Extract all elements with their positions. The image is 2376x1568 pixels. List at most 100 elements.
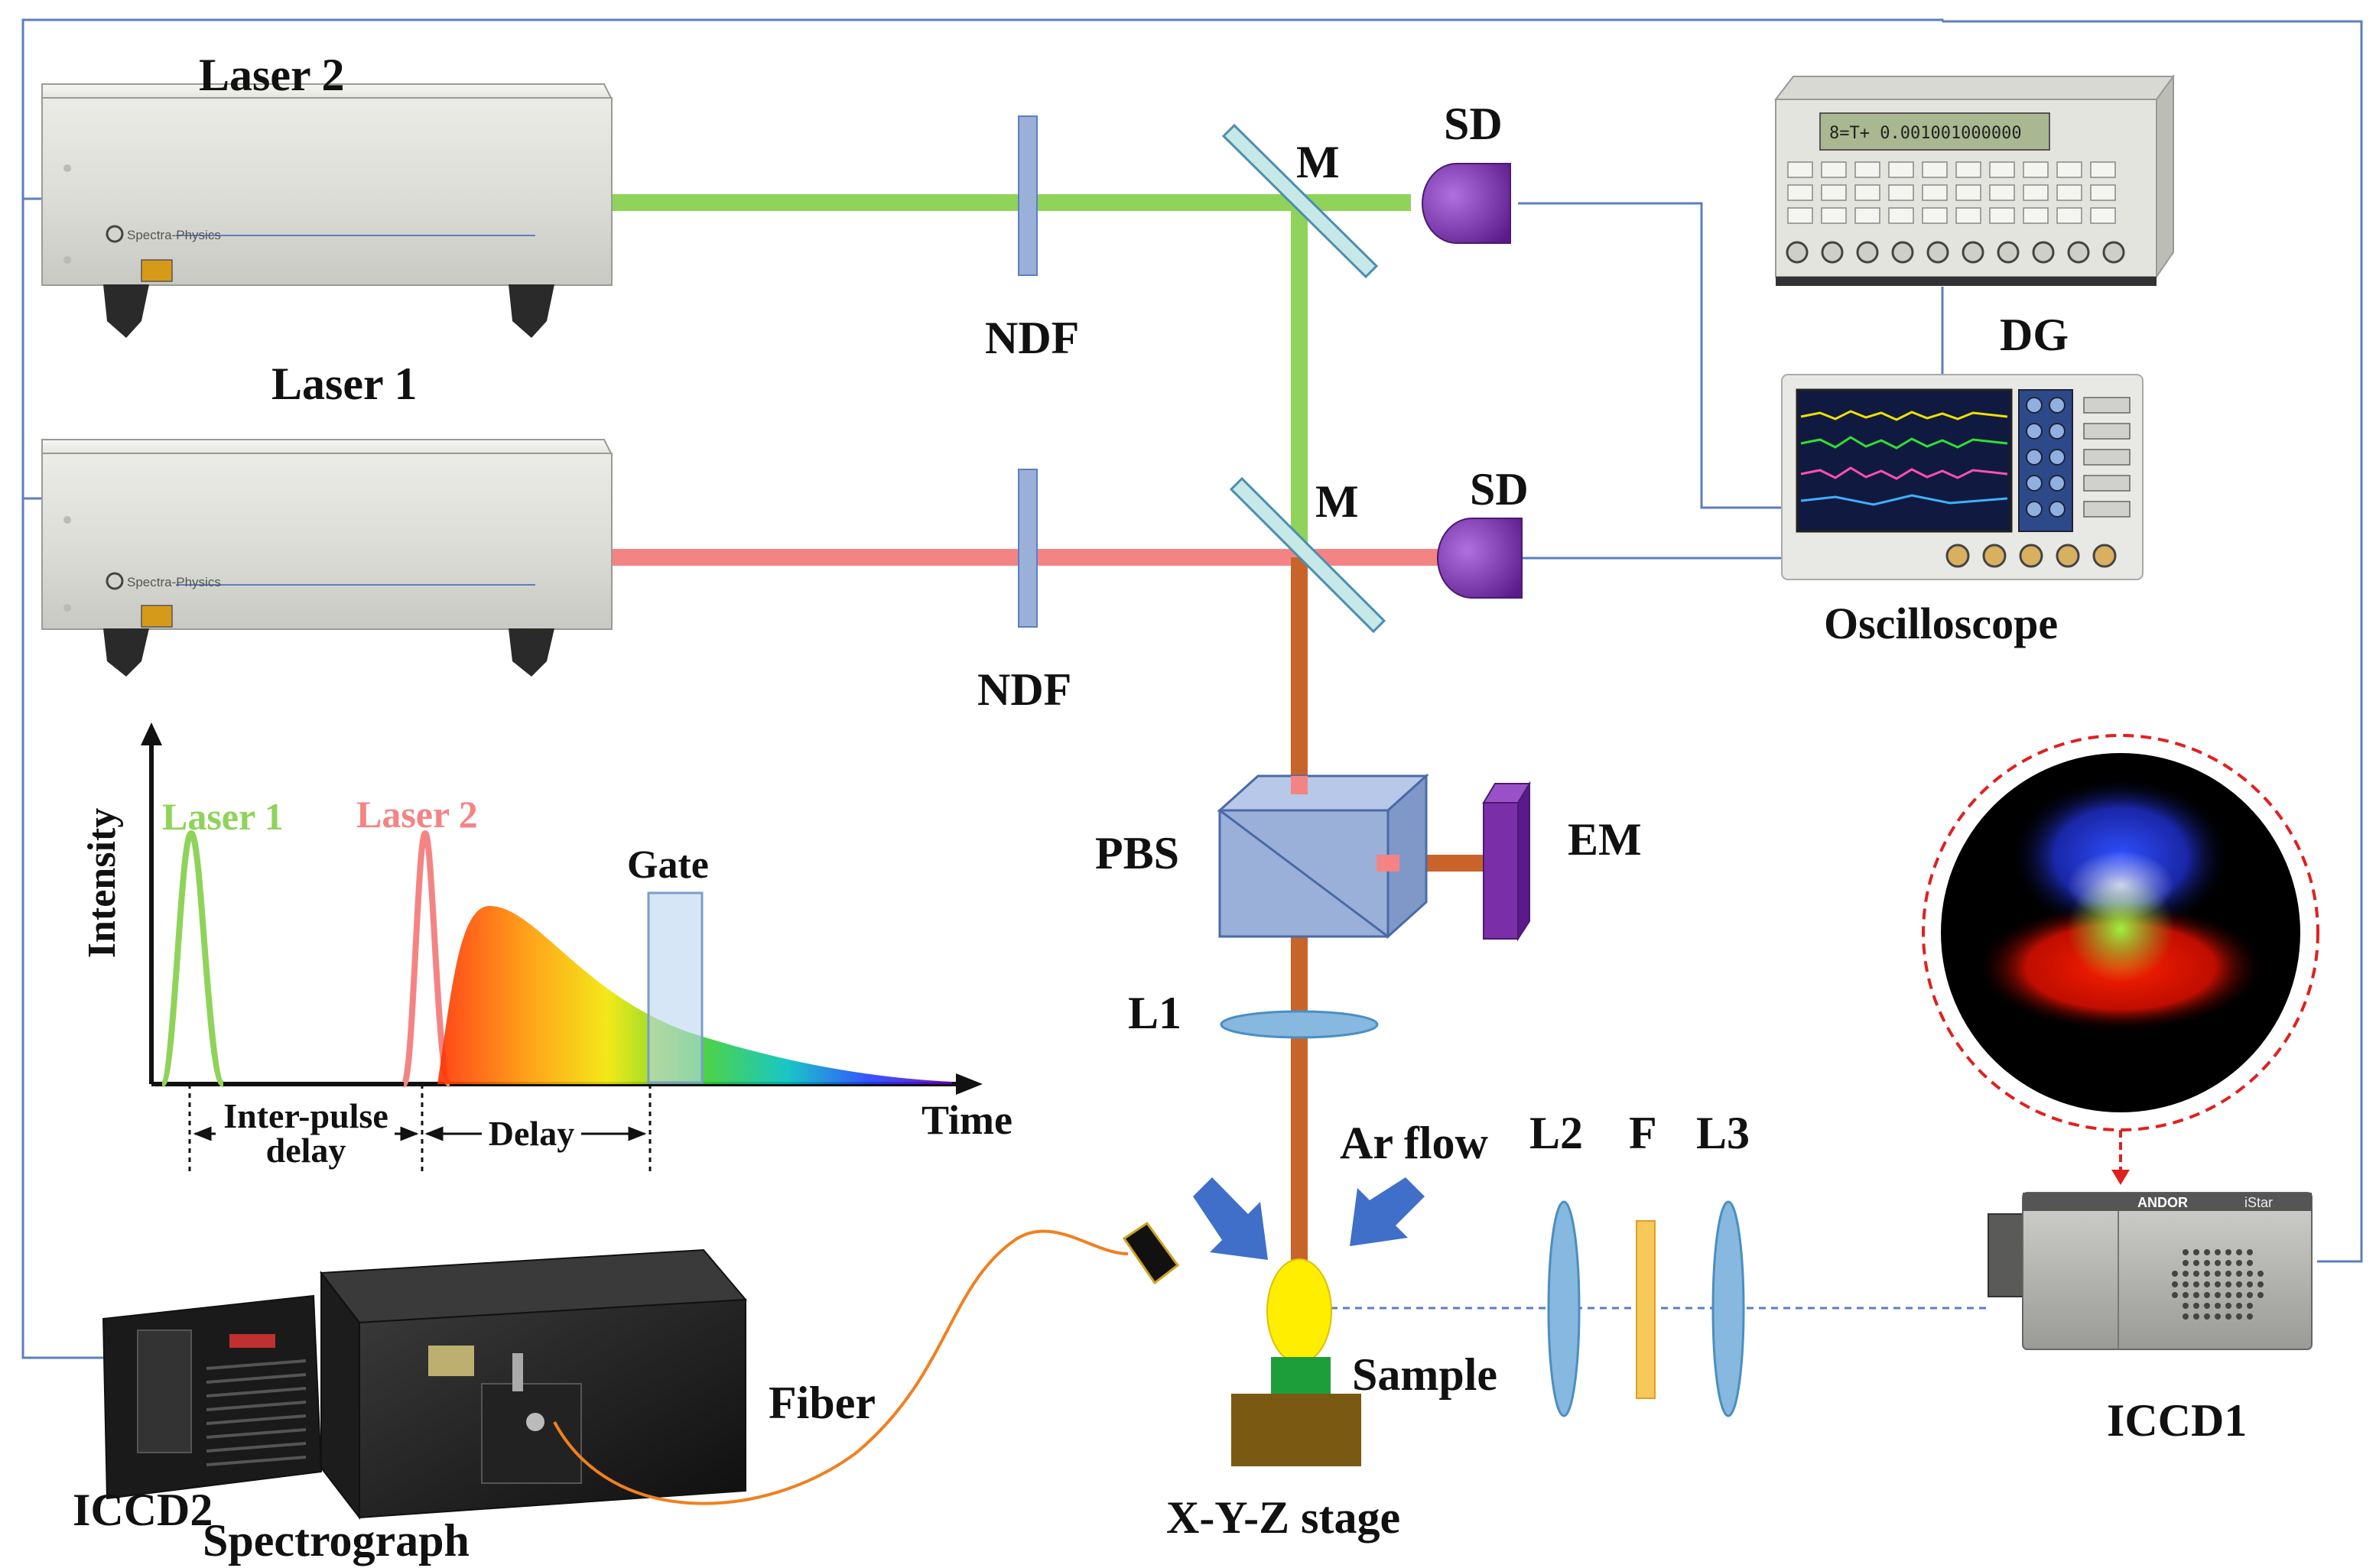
heat-sink-fin <box>206 1414 307 1425</box>
l3-label: L3 <box>1696 1108 1750 1158</box>
dg-display-text: 8=T+ 0.001001000000 <box>1829 124 2022 143</box>
fiber-label: Fiber <box>769 1378 876 1428</box>
vent-hole <box>2225 1271 2231 1277</box>
laser2-foot-right <box>509 284 554 338</box>
em-label: EM <box>1568 814 1642 865</box>
heat-sink-fin <box>206 1387 307 1398</box>
vent-hole <box>2247 1271 2253 1277</box>
heat-sink-fin <box>206 1456 307 1466</box>
scope-knob <box>2026 475 2043 492</box>
vent-hole <box>2215 1313 2221 1320</box>
laser2-unit: Spectra-Physics Laser 2 <box>41 50 613 338</box>
vent-hole <box>2257 1271 2264 1277</box>
stage-label: X-Y-Z stage <box>1166 1492 1400 1543</box>
vent-hole <box>2257 1281 2264 1287</box>
polarizing-beam-splitter: PBS <box>1095 773 1429 940</box>
vent-hole <box>2193 1271 2199 1277</box>
vent-hole <box>2172 1281 2178 1287</box>
spectra-physics-logo <box>106 572 124 590</box>
vent-hole <box>2193 1292 2199 1298</box>
bnc-connector <box>2067 241 2090 264</box>
heat-sink-fin <box>206 1442 307 1453</box>
scope-controls <box>2026 397 2131 518</box>
lens-l1 <box>1220 1010 1379 1039</box>
dg-key <box>1955 184 1981 201</box>
vent-hole <box>2183 1303 2189 1309</box>
ar-flow-label: Ar flow <box>1340 1118 1489 1168</box>
dg-key <box>1922 161 1948 178</box>
target-assembly: Sample X-Y-Z stage <box>1166 1258 1988 1543</box>
laser2-pulse <box>401 829 453 1087</box>
dg-key <box>1888 207 1914 224</box>
plasma-plume <box>1266 1258 1332 1364</box>
scope-knob <box>2026 397 2043 414</box>
scope-inputs <box>1945 544 2117 568</box>
scope-knob <box>2049 397 2066 414</box>
sd-bottom <box>1437 518 1523 599</box>
ndf-filters: NDF NDF <box>977 115 1079 715</box>
dg-key <box>1787 207 1813 224</box>
oscilloscope-unit: Oscilloscope <box>1781 374 2144 648</box>
vent-hole <box>2225 1260 2231 1266</box>
f-label: F <box>1629 1108 1657 1158</box>
vent-hole <box>2247 1313 2253 1320</box>
iccd1-camera: ANDOR iStar ICCD1 <box>1988 1192 2313 1446</box>
dg-key <box>2056 161 2082 178</box>
scope-screen <box>1796 388 2013 533</box>
dg-key <box>2056 184 2082 201</box>
vent-hole <box>2236 1249 2242 1255</box>
signal-detectors: SD SD <box>1422 99 1529 599</box>
ndf-bottom-label: NDF <box>977 664 1071 715</box>
laser1-beam <box>612 549 1468 566</box>
dg-key <box>1989 161 2015 178</box>
pbs-label: PBS <box>1095 828 1179 878</box>
dg-key <box>1955 207 1981 224</box>
ndf-top <box>1018 115 1038 276</box>
scope-knob <box>2049 475 2066 492</box>
spectrograph-slit-assembly <box>481 1383 582 1484</box>
vent-hole <box>2193 1281 2199 1287</box>
vent-hole <box>2247 1303 2253 1309</box>
dg-key <box>2023 207 2049 224</box>
dg-key <box>2090 207 2116 224</box>
bnc-connector <box>1891 241 1914 264</box>
dg-key <box>1787 184 1813 201</box>
cable-dg-iccd1 <box>1942 20 2363 1263</box>
sd-top <box>1422 163 1511 244</box>
iccd2-heat-sink <box>206 1359 307 1466</box>
vent-hole <box>2257 1292 2264 1298</box>
bnc-connector <box>2032 241 2055 264</box>
vent-hole <box>2215 1303 2221 1309</box>
dg-key <box>1922 207 1948 224</box>
laser1-label: Laser 1 <box>271 359 418 409</box>
dg-key <box>1955 161 1981 178</box>
vent-hole <box>2183 1260 2189 1266</box>
ndf-top-label: NDF <box>985 313 1079 363</box>
laser1-pulse <box>159 829 226 1087</box>
lens-l2 <box>1547 1200 1581 1417</box>
sample <box>1271 1357 1331 1394</box>
vent-hole <box>2247 1281 2253 1287</box>
vent-hole <box>2193 1313 2199 1320</box>
vent-hole <box>2172 1271 2178 1277</box>
cable-to-iccd2 <box>21 199 103 1359</box>
vent-hole <box>2236 1313 2242 1320</box>
bnc-connector <box>2102 241 2125 264</box>
scope-bnc <box>2019 544 2043 568</box>
vent-hole <box>2204 1281 2210 1287</box>
spectrograph-label: Spectrograph <box>203 1515 470 1566</box>
timing-y-label: Intensity <box>80 808 124 958</box>
dg-key <box>1922 184 1948 201</box>
warning-label <box>141 259 173 282</box>
vent-hole <box>2204 1313 2210 1320</box>
laser2-beam-down <box>1291 200 1308 560</box>
vent-hole <box>2183 1271 2189 1277</box>
scope-bnc <box>2056 544 2080 568</box>
ar-flow: Ar flow <box>1193 1118 1489 1260</box>
bnc-connector <box>1786 241 1809 264</box>
bnc-connector <box>1821 241 1844 264</box>
dg-key <box>1787 161 1813 178</box>
bnc-connector <box>1997 241 2020 264</box>
vent-hole <box>2225 1292 2231 1298</box>
